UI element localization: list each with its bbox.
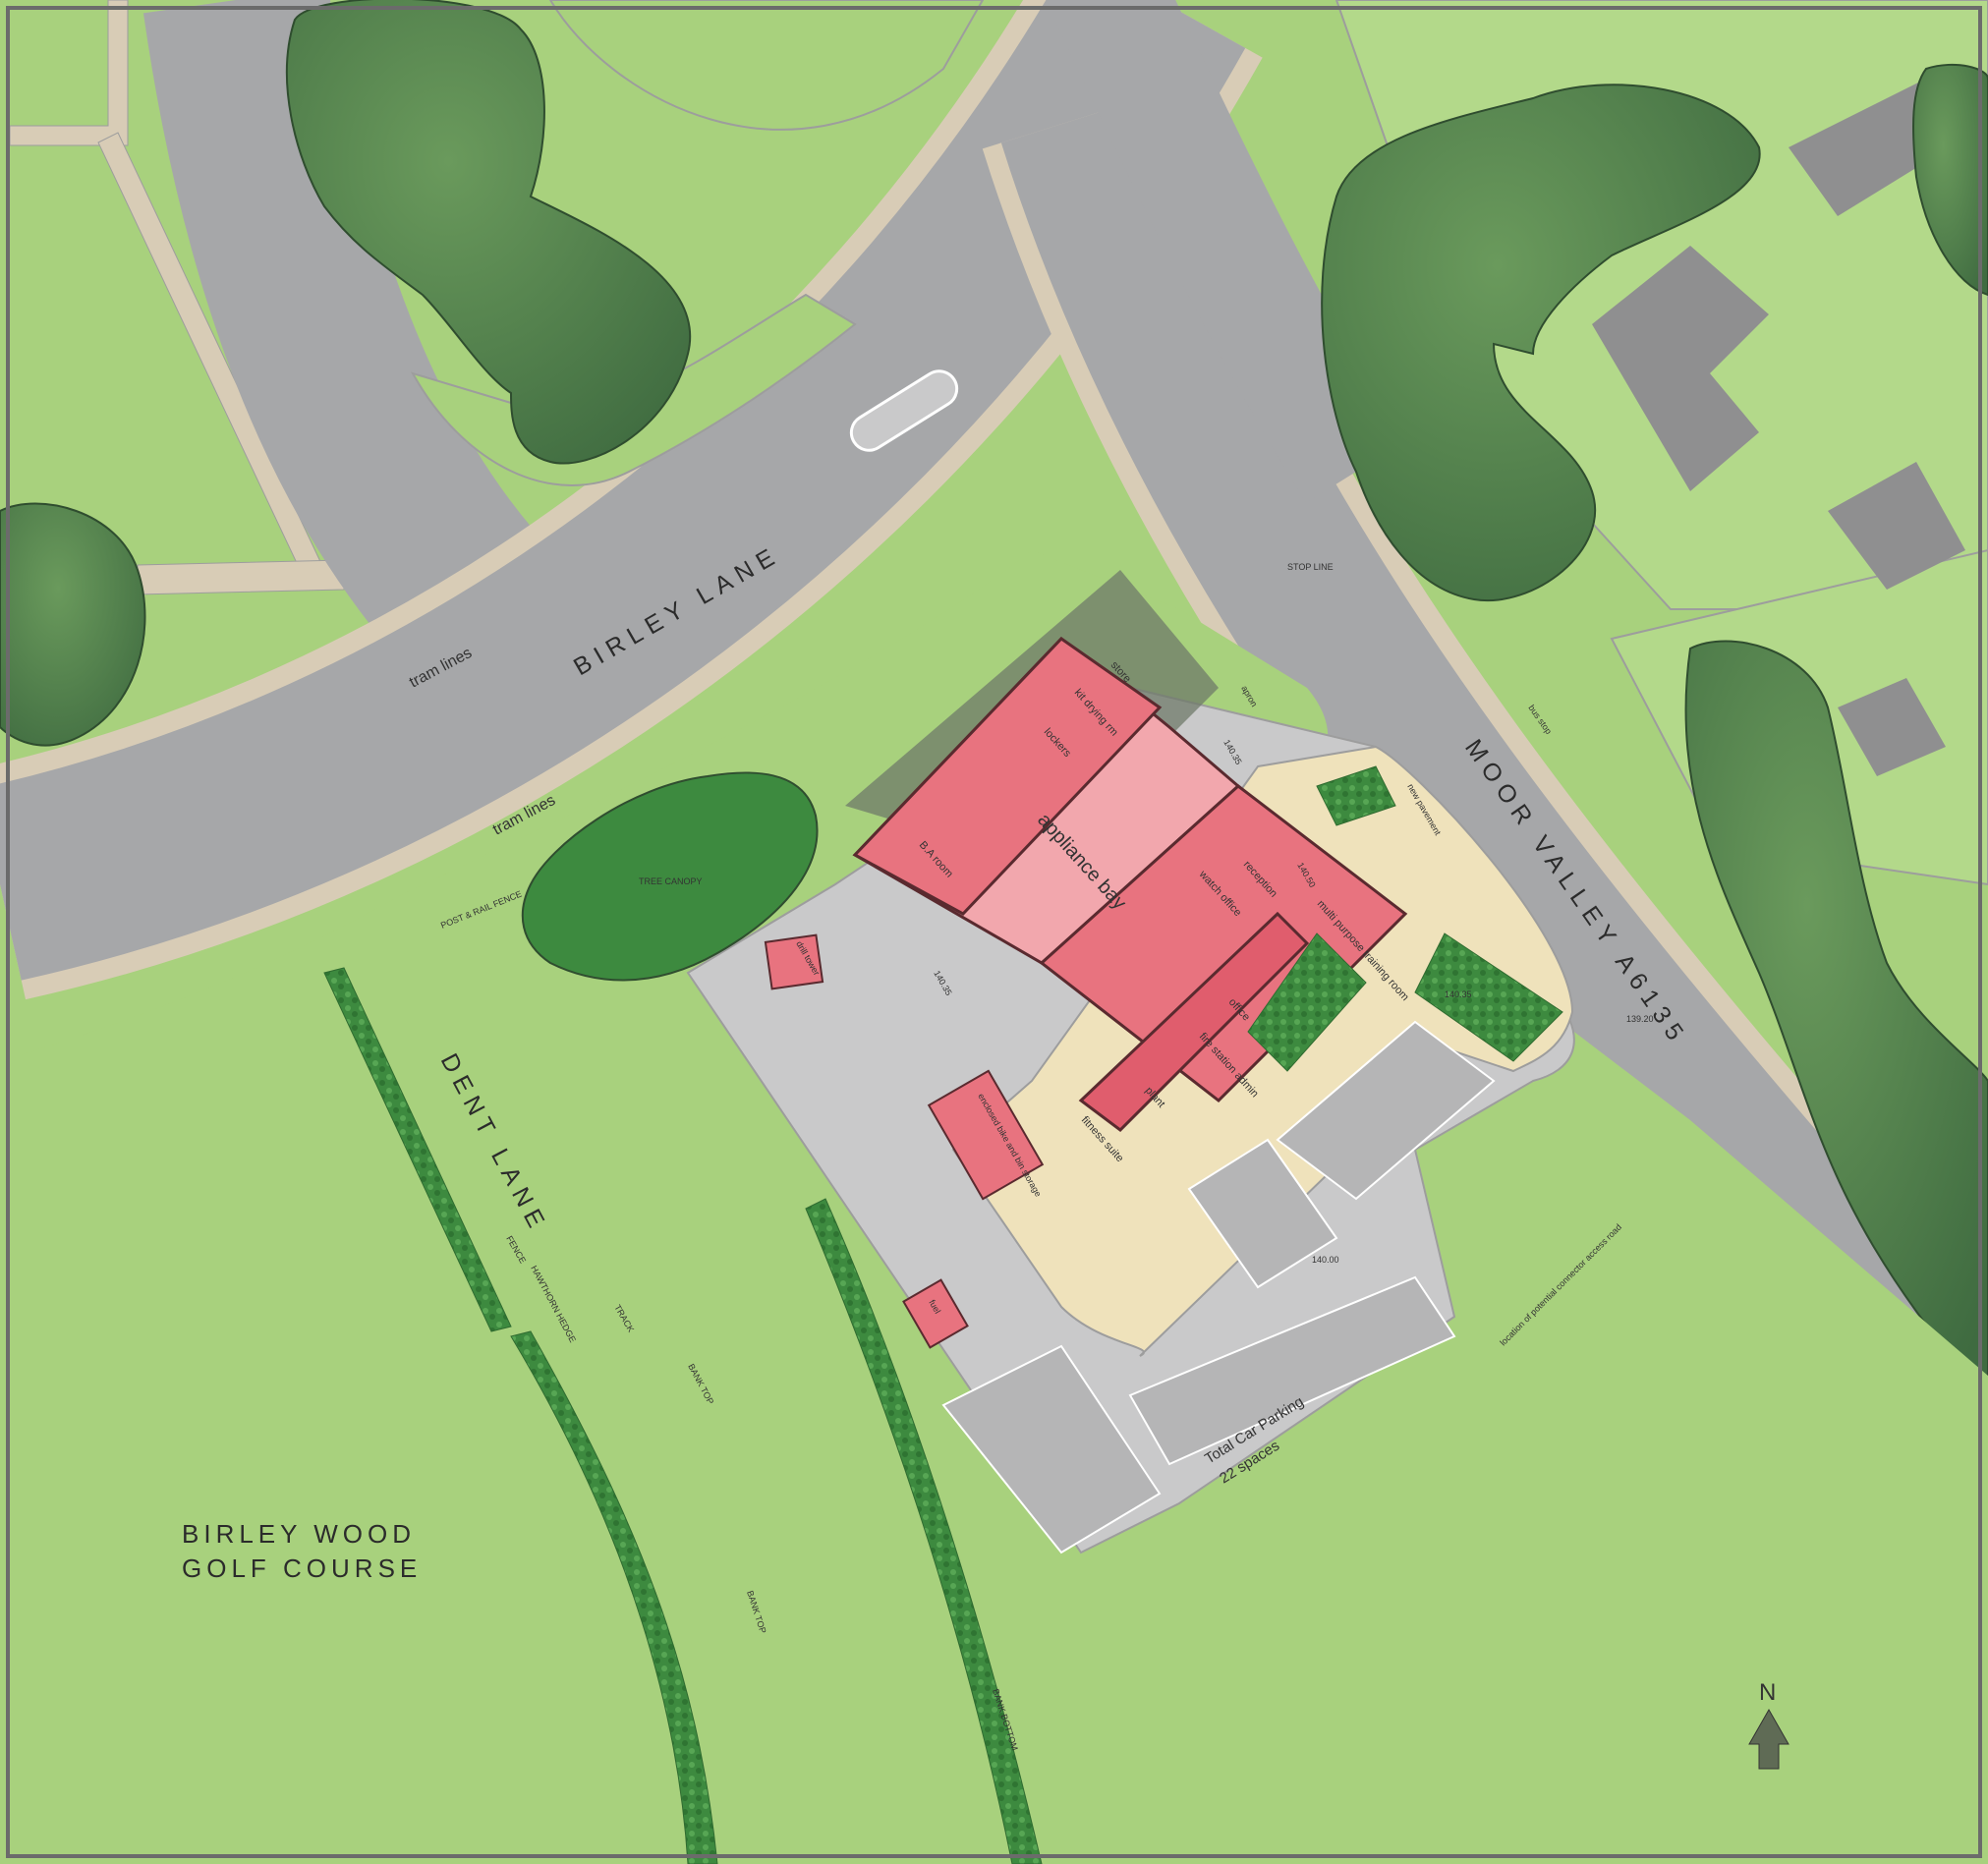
level-4: 140.35 [1445,989,1472,999]
site-tree-canopy [521,771,819,982]
label-stop-line: STOP LINE [1287,562,1334,572]
bike-bin-store [927,1069,1045,1201]
drill-tower [764,933,824,990]
parking-bays [941,1020,1496,1554]
north-arrow-icon [1748,1708,1789,1770]
map-frame [6,6,1982,1858]
tree-groups [0,0,1988,1397]
label-golf-line1: BIRLEY WOOD [182,1519,416,1549]
fire-station-building [852,636,1408,1132]
label-tree-canopy: TREE CANOPY [639,876,703,886]
level-5: 139.20 [1626,1014,1654,1024]
fuel-tank [902,1278,969,1349]
north-label: N [1759,1679,1776,1706]
traffic-island [849,369,959,452]
label-golf-line2: GOLF COURSE [182,1553,422,1583]
grass-island [548,0,985,131]
level-6: 140.00 [1312,1255,1339,1265]
hedgerows [323,765,1563,1864]
